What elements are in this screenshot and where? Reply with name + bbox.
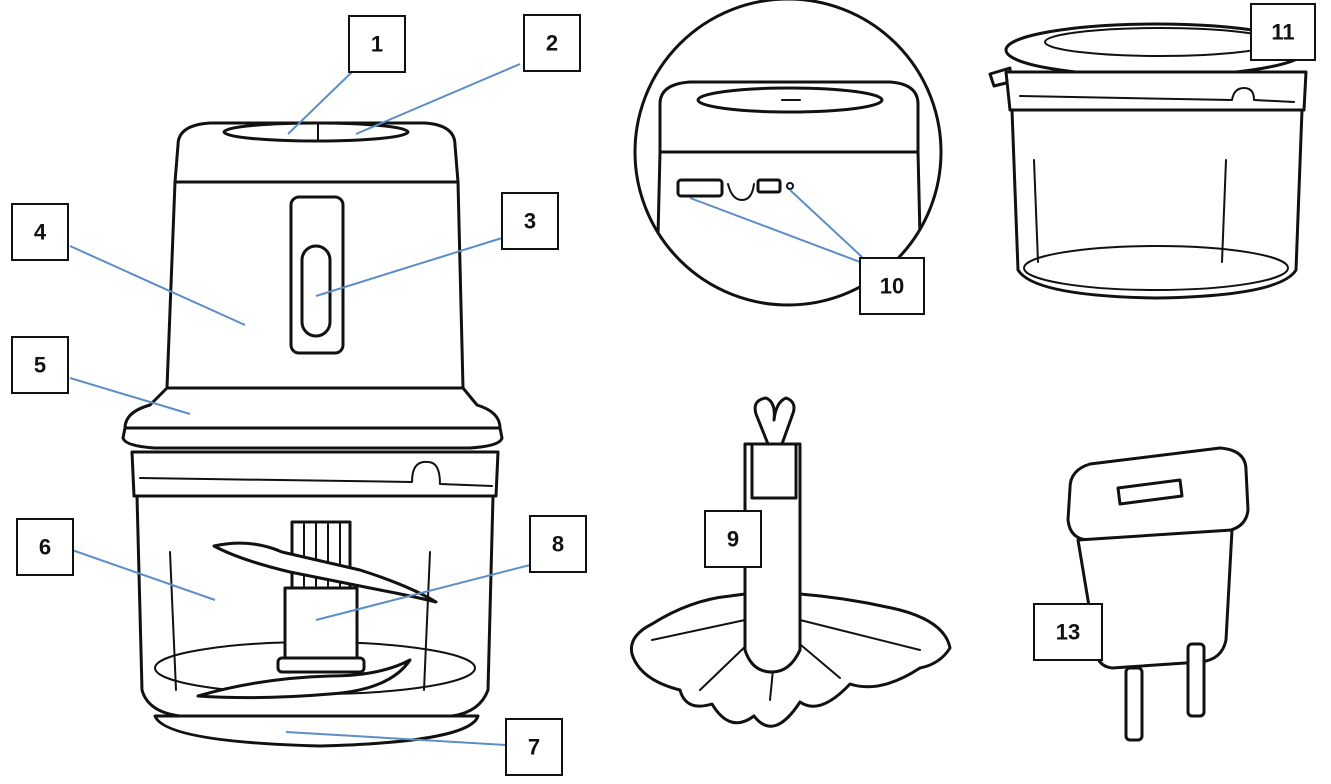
callout-11: 11 — [1250, 3, 1316, 61]
callout-3: 3 — [501, 192, 559, 250]
callout-13: 13 — [1033, 603, 1103, 661]
callout-10: 10 — [859, 257, 925, 315]
callout-2: 2 — [523, 14, 581, 72]
callout-label: 10 — [880, 274, 904, 299]
charger-adapter-drawing — [1066, 446, 1250, 742]
callout-label: 5 — [34, 353, 46, 378]
callout-6: 6 — [16, 518, 74, 576]
bowl-with-lid-drawing — [988, 22, 1308, 300]
leader-line-10b — [789, 189, 863, 258]
callout-7: 7 — [505, 718, 563, 776]
callout-label: 4 — [34, 220, 47, 245]
callout-label: 1 — [371, 32, 383, 57]
callout-label: 8 — [552, 532, 564, 557]
callout-label: 13 — [1056, 620, 1080, 645]
callout-label: 11 — [1271, 20, 1294, 45]
leader-line-5 — [69, 377, 191, 415]
leader-line-7 — [285, 731, 507, 746]
leader-line-2 — [355, 63, 521, 135]
leader-line-4 — [69, 245, 246, 326]
callout-1: 1 — [348, 15, 406, 73]
leader-line-6 — [71, 549, 216, 601]
callout-label: 6 — [39, 535, 51, 560]
callout-label: 3 — [524, 209, 536, 234]
leader-line-8 — [315, 564, 531, 621]
callout-5: 5 — [11, 336, 69, 394]
callout-label: 7 — [528, 735, 540, 760]
leader-line-1 — [287, 71, 353, 135]
callout-label: 2 — [546, 31, 558, 56]
chopper-assembly-drawing — [121, 121, 504, 748]
leader-lines — [69, 63, 863, 746]
callout-8: 8 — [529, 515, 587, 573]
leader-line-10a — [689, 197, 861, 263]
leader-line-3 — [315, 237, 503, 297]
callout-4: 4 — [11, 203, 69, 261]
callout-9: 9 — [704, 510, 762, 568]
splash-guard-drawing — [629, 396, 952, 728]
callout-label: 9 — [727, 527, 739, 552]
